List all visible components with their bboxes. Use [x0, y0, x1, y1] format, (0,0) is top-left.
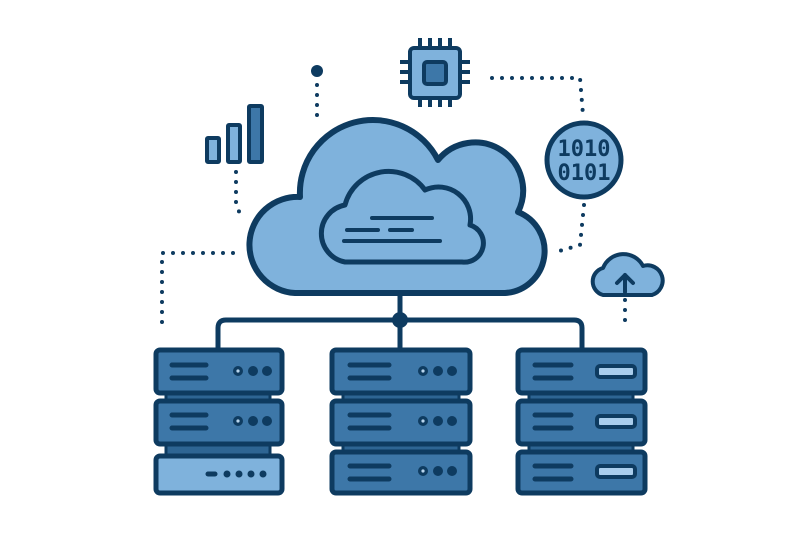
- cpu-chip-icon: [400, 38, 470, 107]
- dotted-connectors: [160, 76, 627, 332]
- server-rack-middle: [329, 347, 473, 496]
- binary-line-2: 0101: [558, 161, 611, 186]
- cloud-icon: [246, 117, 548, 296]
- server-rack-left: [153, 347, 285, 496]
- signal-bars-icon: [205, 104, 264, 164]
- network-hub: [392, 312, 408, 328]
- server-rack-right: [515, 347, 648, 496]
- binary-line-1: 1010: [558, 137, 611, 162]
- binary-icon: 1010 0101: [544, 120, 624, 200]
- node-dot: [311, 65, 323, 77]
- cloud-upload-icon: [590, 252, 665, 297]
